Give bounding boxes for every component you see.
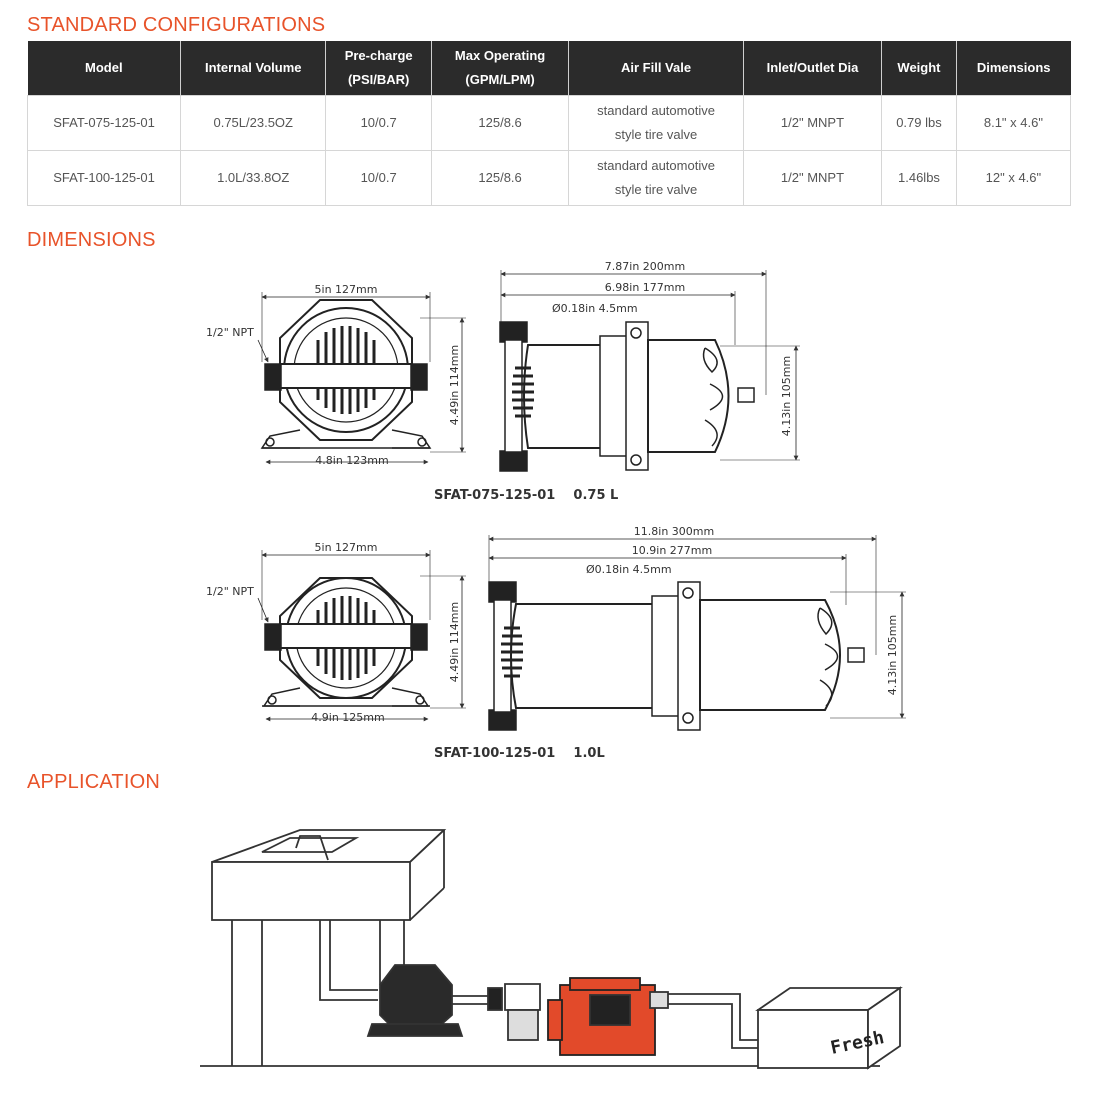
specs-header-row: Model Internal Volume Pre-charge (PSI/BAR… bbox=[27, 41, 1071, 96]
header-cell: Air Fill Vale bbox=[568, 41, 744, 96]
header-cell: Dimensions bbox=[956, 41, 1071, 96]
d2-hole-label: Ø0.18in 4.5mm bbox=[586, 563, 672, 576]
header-label: (PSI/BAR) bbox=[347, 72, 410, 87]
cell-text: SFAT-075-125-01 bbox=[53, 115, 155, 130]
standard-configurations-title: STANDARD CONFIGURATIONS bbox=[27, 14, 326, 36]
front-view-1 bbox=[257, 292, 466, 465]
cell-text: 125/8.6 bbox=[478, 170, 522, 185]
table-cell: 10/0.7 bbox=[325, 150, 432, 206]
d2-length-overall-label: 11.8in 300mm bbox=[634, 525, 714, 538]
table-cell: 10/0.7 bbox=[325, 95, 432, 151]
header-label: Dimensions bbox=[976, 60, 1051, 75]
application-illustration bbox=[200, 829, 903, 1070]
header-label: Weight bbox=[897, 60, 941, 75]
d1-width-bottom-label: 4.8in 123mm bbox=[315, 454, 388, 467]
table-cell: 0.79 lbs bbox=[881, 95, 957, 151]
header-cell: Internal Volume bbox=[180, 41, 327, 96]
table-cell: 12" x 4.6" bbox=[955, 150, 1072, 206]
d1-height-label: 4.49in 114mm bbox=[448, 345, 461, 425]
cell-text: 1/2" MNPT bbox=[780, 115, 845, 130]
header-cell: Max Operating (GPM/LPM) bbox=[431, 41, 570, 96]
d2-height-right-label: 4.13in 105mm bbox=[886, 615, 899, 695]
d1-caption: SFAT-075-125-01 0.75 L bbox=[434, 488, 618, 503]
d1-npt-label: 1/2" NPT bbox=[206, 326, 254, 339]
application-title: APPLICATION bbox=[27, 771, 160, 793]
table-cell: 125/8.6 bbox=[430, 95, 570, 151]
cell-text: style tire valve bbox=[614, 182, 698, 197]
d1-height-right-label: 4.13in 105mm bbox=[780, 356, 793, 436]
cell-text: 125/8.6 bbox=[478, 115, 522, 130]
table-row: SFAT-075-125-01 0.75L/23.5OZ 10/0.7 125/8.6… bbox=[26, 95, 1072, 151]
side-view-2 bbox=[488, 535, 906, 731]
table-cell: 1.0L/33.8OZ bbox=[180, 150, 327, 206]
cell-text: 10/0.7 bbox=[360, 115, 397, 130]
d2-height-label: 4.49in 114mm bbox=[448, 602, 461, 682]
table-cell: 1/2" MNPT bbox=[742, 150, 883, 206]
front-view-2 bbox=[257, 550, 466, 722]
cell-text: 1/2" MNPT bbox=[780, 170, 845, 185]
table-cell: 1.46lbs bbox=[881, 150, 957, 206]
d2-npt-label: 1/2" NPT bbox=[206, 585, 254, 598]
cell-text: 0.75L/23.5OZ bbox=[213, 115, 293, 130]
d2-caption: SFAT-100-125-01 1.0L bbox=[434, 746, 605, 761]
d2-length-body-label: 10.9in 277mm bbox=[632, 544, 712, 557]
table-cell: standard automotive style tire valve bbox=[568, 95, 744, 151]
header-label: Pre-charge bbox=[344, 48, 413, 63]
header-cell: Weight bbox=[881, 41, 957, 96]
d2-width-top-label: 5in 127mm bbox=[315, 541, 378, 554]
d2-width-bottom-label: 4.9in 125mm bbox=[311, 711, 384, 724]
table-cell: 125/8.6 bbox=[430, 150, 570, 206]
header-label: Internal Volume bbox=[204, 60, 302, 75]
header-label: Air Fill Vale bbox=[620, 60, 692, 75]
table-row: SFAT-100-125-01 1.0L/33.8OZ 10/0.7 125/8.6 s… bbox=[26, 150, 1072, 206]
cell-text: 10/0.7 bbox=[360, 170, 397, 185]
cell-text: 8.1" x 4.6" bbox=[983, 115, 1043, 130]
d1-width-top-label: 5in 127mm bbox=[315, 283, 378, 296]
d1-hole-label: Ø0.18in 4.5mm bbox=[552, 302, 638, 315]
header-label: Model bbox=[85, 60, 123, 75]
table-cell: SFAT-075-125-01 bbox=[26, 95, 182, 151]
cell-text: standard automotive bbox=[597, 158, 715, 173]
header-cell: Pre-charge (PSI/BAR) bbox=[325, 41, 432, 96]
d1-length-overall-label: 7.87in 200mm bbox=[605, 260, 685, 273]
table-cell: standard automotive style tire valve bbox=[568, 150, 744, 206]
header-cell: Inlet/Outlet Dia bbox=[743, 41, 883, 96]
header-cell: Model bbox=[27, 41, 182, 96]
cell-text: SFAT-100-125-01 bbox=[53, 170, 155, 185]
cell-text: 1.0L/33.8OZ bbox=[217, 170, 290, 185]
d1-length-body-label: 6.98in 177mm bbox=[605, 281, 685, 294]
header-label: (GPM/LPM) bbox=[465, 72, 535, 87]
dimensions-title: DIMENSIONS bbox=[27, 229, 156, 251]
cell-text: style tire valve bbox=[614, 127, 698, 142]
side-view-1 bbox=[499, 270, 800, 472]
header-label: Max Operating bbox=[454, 48, 546, 63]
cell-text: 0.79 lbs bbox=[896, 115, 942, 130]
cell-text: standard automotive bbox=[597, 103, 715, 118]
specs-table: Model Internal Volume Pre-charge (PSI/BAR… bbox=[26, 41, 1072, 206]
header-label: Inlet/Outlet Dia bbox=[766, 60, 859, 75]
table-cell: SFAT-100-125-01 bbox=[26, 150, 182, 206]
table-cell: 8.1" x 4.6" bbox=[955, 95, 1072, 151]
cell-text: 12" x 4.6" bbox=[985, 170, 1042, 185]
cell-text: 1.46lbs bbox=[898, 170, 940, 185]
